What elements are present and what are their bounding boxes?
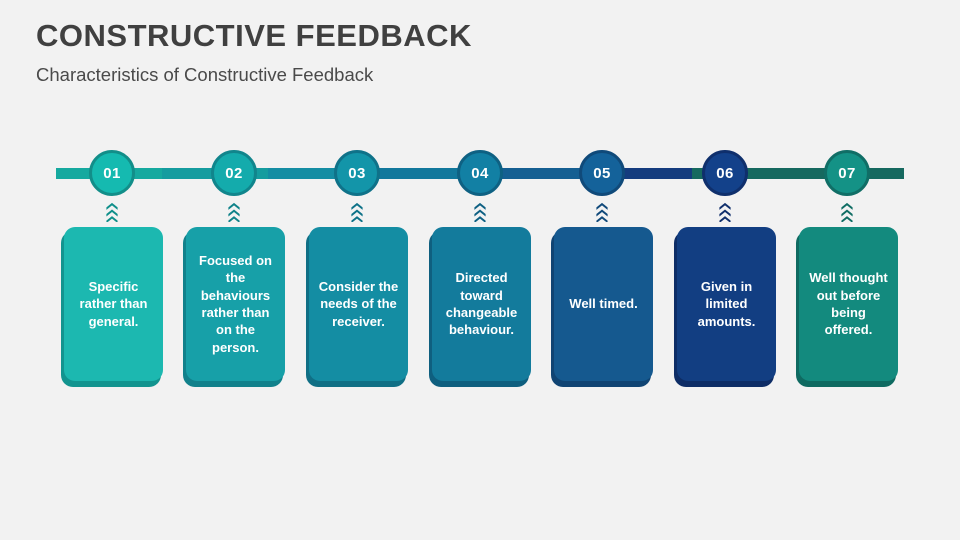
chevron-up-stack-icon bbox=[841, 202, 853, 222]
step-card-face: Focused on the behaviours rather than on… bbox=[186, 227, 285, 381]
chevron-up-stack-icon bbox=[106, 202, 118, 222]
step-card-text: Given in limited amounts. bbox=[697, 279, 756, 329]
step-card-face: Consider the needs of the receiver. bbox=[309, 227, 408, 381]
step-card-text: Focused on the behaviours rather than on… bbox=[199, 253, 272, 355]
timeline-segment-5 bbox=[480, 168, 586, 179]
chevron-up-stack-icon bbox=[719, 202, 731, 222]
step-number-label: 02 bbox=[225, 164, 243, 182]
step-card-text: Consider the needs of the receiver. bbox=[318, 279, 399, 329]
step-card-text: Well thought out before being offered. bbox=[809, 270, 888, 338]
chevron-up-stack-icon bbox=[596, 202, 608, 222]
step-card-face: Given in limited amounts. bbox=[677, 227, 776, 381]
chevron-up-stack-icon bbox=[228, 202, 240, 222]
step-card-03[interactable]: Consider the needs of the receiver. bbox=[306, 227, 408, 387]
chevron-up-stack-icon bbox=[474, 202, 486, 222]
step-number-circle-01[interactable]: 01 bbox=[89, 150, 135, 196]
step-number-circle-02[interactable]: 02 bbox=[211, 150, 257, 196]
step-card-face: Specific rather than general. bbox=[64, 227, 163, 381]
step-card-text: Well timed. bbox=[569, 296, 638, 312]
step-card-face: Well thought out before being offered. bbox=[799, 227, 898, 381]
step-number-circle-05[interactable]: 05 bbox=[579, 150, 625, 196]
step-number-circle-04[interactable]: 04 bbox=[457, 150, 503, 196]
step-card-06[interactable]: Given in limited amounts. bbox=[674, 227, 776, 387]
step-number-label: 07 bbox=[838, 164, 856, 182]
step-card-face: Directed toward changeable behaviour. bbox=[432, 227, 531, 381]
step-number-label: 01 bbox=[103, 164, 121, 182]
step-number-circle-06[interactable]: 06 bbox=[702, 150, 748, 196]
step-card-text: Directed toward changeable behaviour. bbox=[445, 270, 518, 338]
timeline-segment-6 bbox=[586, 168, 692, 179]
step-card-07[interactable]: Well thought out before being offered. bbox=[796, 227, 898, 387]
step-number-circle-07[interactable]: 07 bbox=[824, 150, 870, 196]
step-card-05[interactable]: Well timed. bbox=[551, 227, 653, 387]
chevron-up-stack-icon bbox=[351, 202, 363, 222]
page-subtitle: Characteristics of Constructive Feedback bbox=[36, 63, 374, 85]
step-card-face: Well timed. bbox=[554, 227, 653, 381]
step-number-label: 05 bbox=[593, 164, 611, 182]
step-card-text: Specific rather than general. bbox=[79, 279, 148, 329]
step-number-circle-03[interactable]: 03 bbox=[334, 150, 380, 196]
step-number-label: 03 bbox=[348, 164, 366, 182]
step-card-02[interactable]: Focused on the behaviours rather than on… bbox=[183, 227, 285, 387]
step-card-04[interactable]: Directed toward changeable behaviour. bbox=[429, 227, 531, 387]
timeline-segment-3 bbox=[268, 168, 374, 179]
timeline-segment-4 bbox=[374, 168, 480, 179]
step-card-01[interactable]: Specific rather than general. bbox=[61, 227, 163, 387]
step-number-label: 04 bbox=[471, 164, 489, 182]
page-title: CONSTRUCTIVE FEEDBACK bbox=[36, 18, 472, 53]
slide-header: CONSTRUCTIVE FEEDBACK Characteristics of… bbox=[36, 18, 916, 86]
step-number-label: 06 bbox=[716, 164, 734, 182]
